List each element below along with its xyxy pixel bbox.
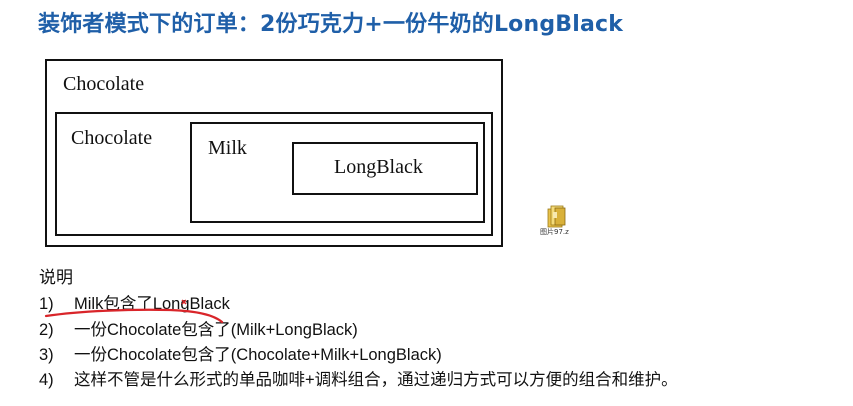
milk-label: Milk — [208, 137, 247, 159]
list-item-number: 2) — [39, 321, 54, 339]
list-item: 1) Milk包含了LongBlack — [39, 290, 230, 314]
list-item: 3) 一份Chocolate包含了(Chocolate+Milk+LongBlac… — [39, 341, 442, 365]
longblack-label: LongBlack — [334, 156, 423, 178]
list-item: 2) 一份Chocolate包含了(Milk+LongBlack) — [39, 316, 358, 340]
longblack-box — [292, 142, 478, 195]
list-item-number: 4) — [39, 371, 54, 389]
list-item-text: 一份Chocolate包含了(Chocolate+Milk+LongBlack) — [74, 346, 442, 364]
list-item-number: 1) — [39, 295, 54, 313]
outer-chocolate-label: Chocolate — [63, 73, 145, 95]
inner-chocolate-label: Chocolate — [71, 127, 153, 149]
folder-file-icon-graphic — [547, 205, 566, 228]
list-item-number: 3) — [39, 346, 54, 364]
page-title: 装饰者模式下的订单：2份巧克力+一份牛奶的LongBlack — [38, 12, 624, 37]
list-item-text: 这样不管是什么形式的单品咖啡+调料组合，通过递归方式可以方便的组合和维护。 — [74, 371, 678, 389]
list-item-text: 一份Chocolate包含了(Milk+LongBlack) — [74, 321, 358, 339]
list-item-text: Milk包含了LongBlack — [74, 295, 230, 313]
folder-file-icon[interactable] — [542, 204, 582, 244]
list-item: 4) 这样不管是什么形式的单品咖啡+调料组合，通过递归方式可以方便的组合和维护。 — [39, 366, 678, 390]
explanation-heading: 说明 — [39, 268, 73, 288]
file-caption[interactable]: 图片97.z — [540, 228, 569, 236]
